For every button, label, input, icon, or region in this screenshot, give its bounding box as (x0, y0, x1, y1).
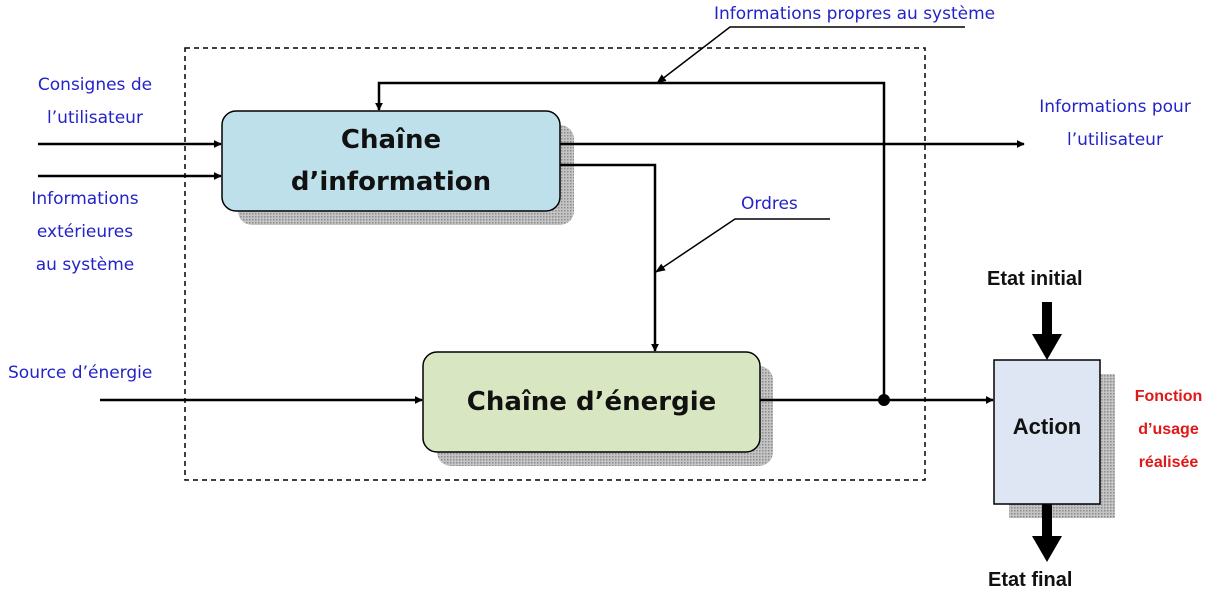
feedback-junction (878, 394, 890, 406)
chaine-information-title: Chaîne d’information (290, 125, 492, 197)
label-infos-propres: Informations propres au système (714, 4, 996, 24)
label-consignes: Consignes de l’utilisateur (37, 75, 153, 128)
fonction-usage-label: Fonction d’usage réalisée (1134, 388, 1203, 471)
action-title: Action (1012, 414, 1082, 439)
chaine-energie-box (422, 351, 761, 453)
label-infos-utilisateur: Informations pour l’utilisateur (1039, 97, 1191, 150)
etat-final-label: Etat final (988, 569, 1073, 591)
etat-initial-label: Etat initial (987, 268, 1083, 290)
label-ordres: Ordres (741, 194, 798, 214)
label-source-energie: Source d’énergie (8, 363, 153, 383)
system-boundary (184, 47, 926, 481)
ordres-leader (655, 218, 830, 273)
feedback-arrow (375, 81, 886, 400)
ordres-arrow (560, 163, 659, 352)
etat-initial-arrowhead (1032, 334, 1062, 360)
label-infos-exterieures: Informations extérieures au système (31, 189, 139, 275)
etat-final-arrowhead (1032, 536, 1062, 562)
chaine-information-box (221, 110, 561, 212)
chaine-energie-title: Chaîne d’énergie (466, 387, 717, 417)
infos-propres-leader (656, 26, 965, 84)
